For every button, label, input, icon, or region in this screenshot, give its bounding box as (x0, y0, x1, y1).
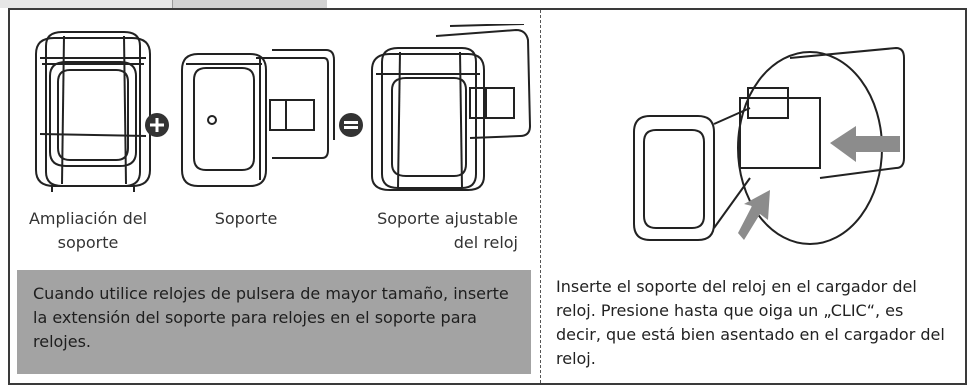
plus-icon (144, 112, 170, 138)
header-tab-b (172, 0, 327, 8)
arrow-icon (738, 126, 900, 240)
panel-divider (540, 10, 541, 383)
adjustable-holder-illustration (366, 24, 536, 194)
equals-icon (338, 112, 364, 138)
charger-insertion-illustration (620, 28, 920, 248)
instruction-text: Inserte el soporte del reloj en el carga… (556, 277, 945, 368)
header-tab-strip (0, 0, 978, 8)
header-tab-a (0, 0, 172, 8)
holder-illustration (176, 40, 336, 190)
note-text: Cuando utilice relojes de pulsera de may… (33, 284, 509, 351)
caption-holder: Soporte (214, 209, 278, 228)
extension-illustration (28, 24, 158, 194)
note-box: Cuando utilice relojes de pulsera de may… (17, 270, 531, 374)
caption-extension: Ampliación del soporte (28, 209, 148, 252)
caption-adjustable-holder: Soporte ajustable del reloj (377, 209, 518, 252)
instruction-panel (8, 8, 967, 385)
